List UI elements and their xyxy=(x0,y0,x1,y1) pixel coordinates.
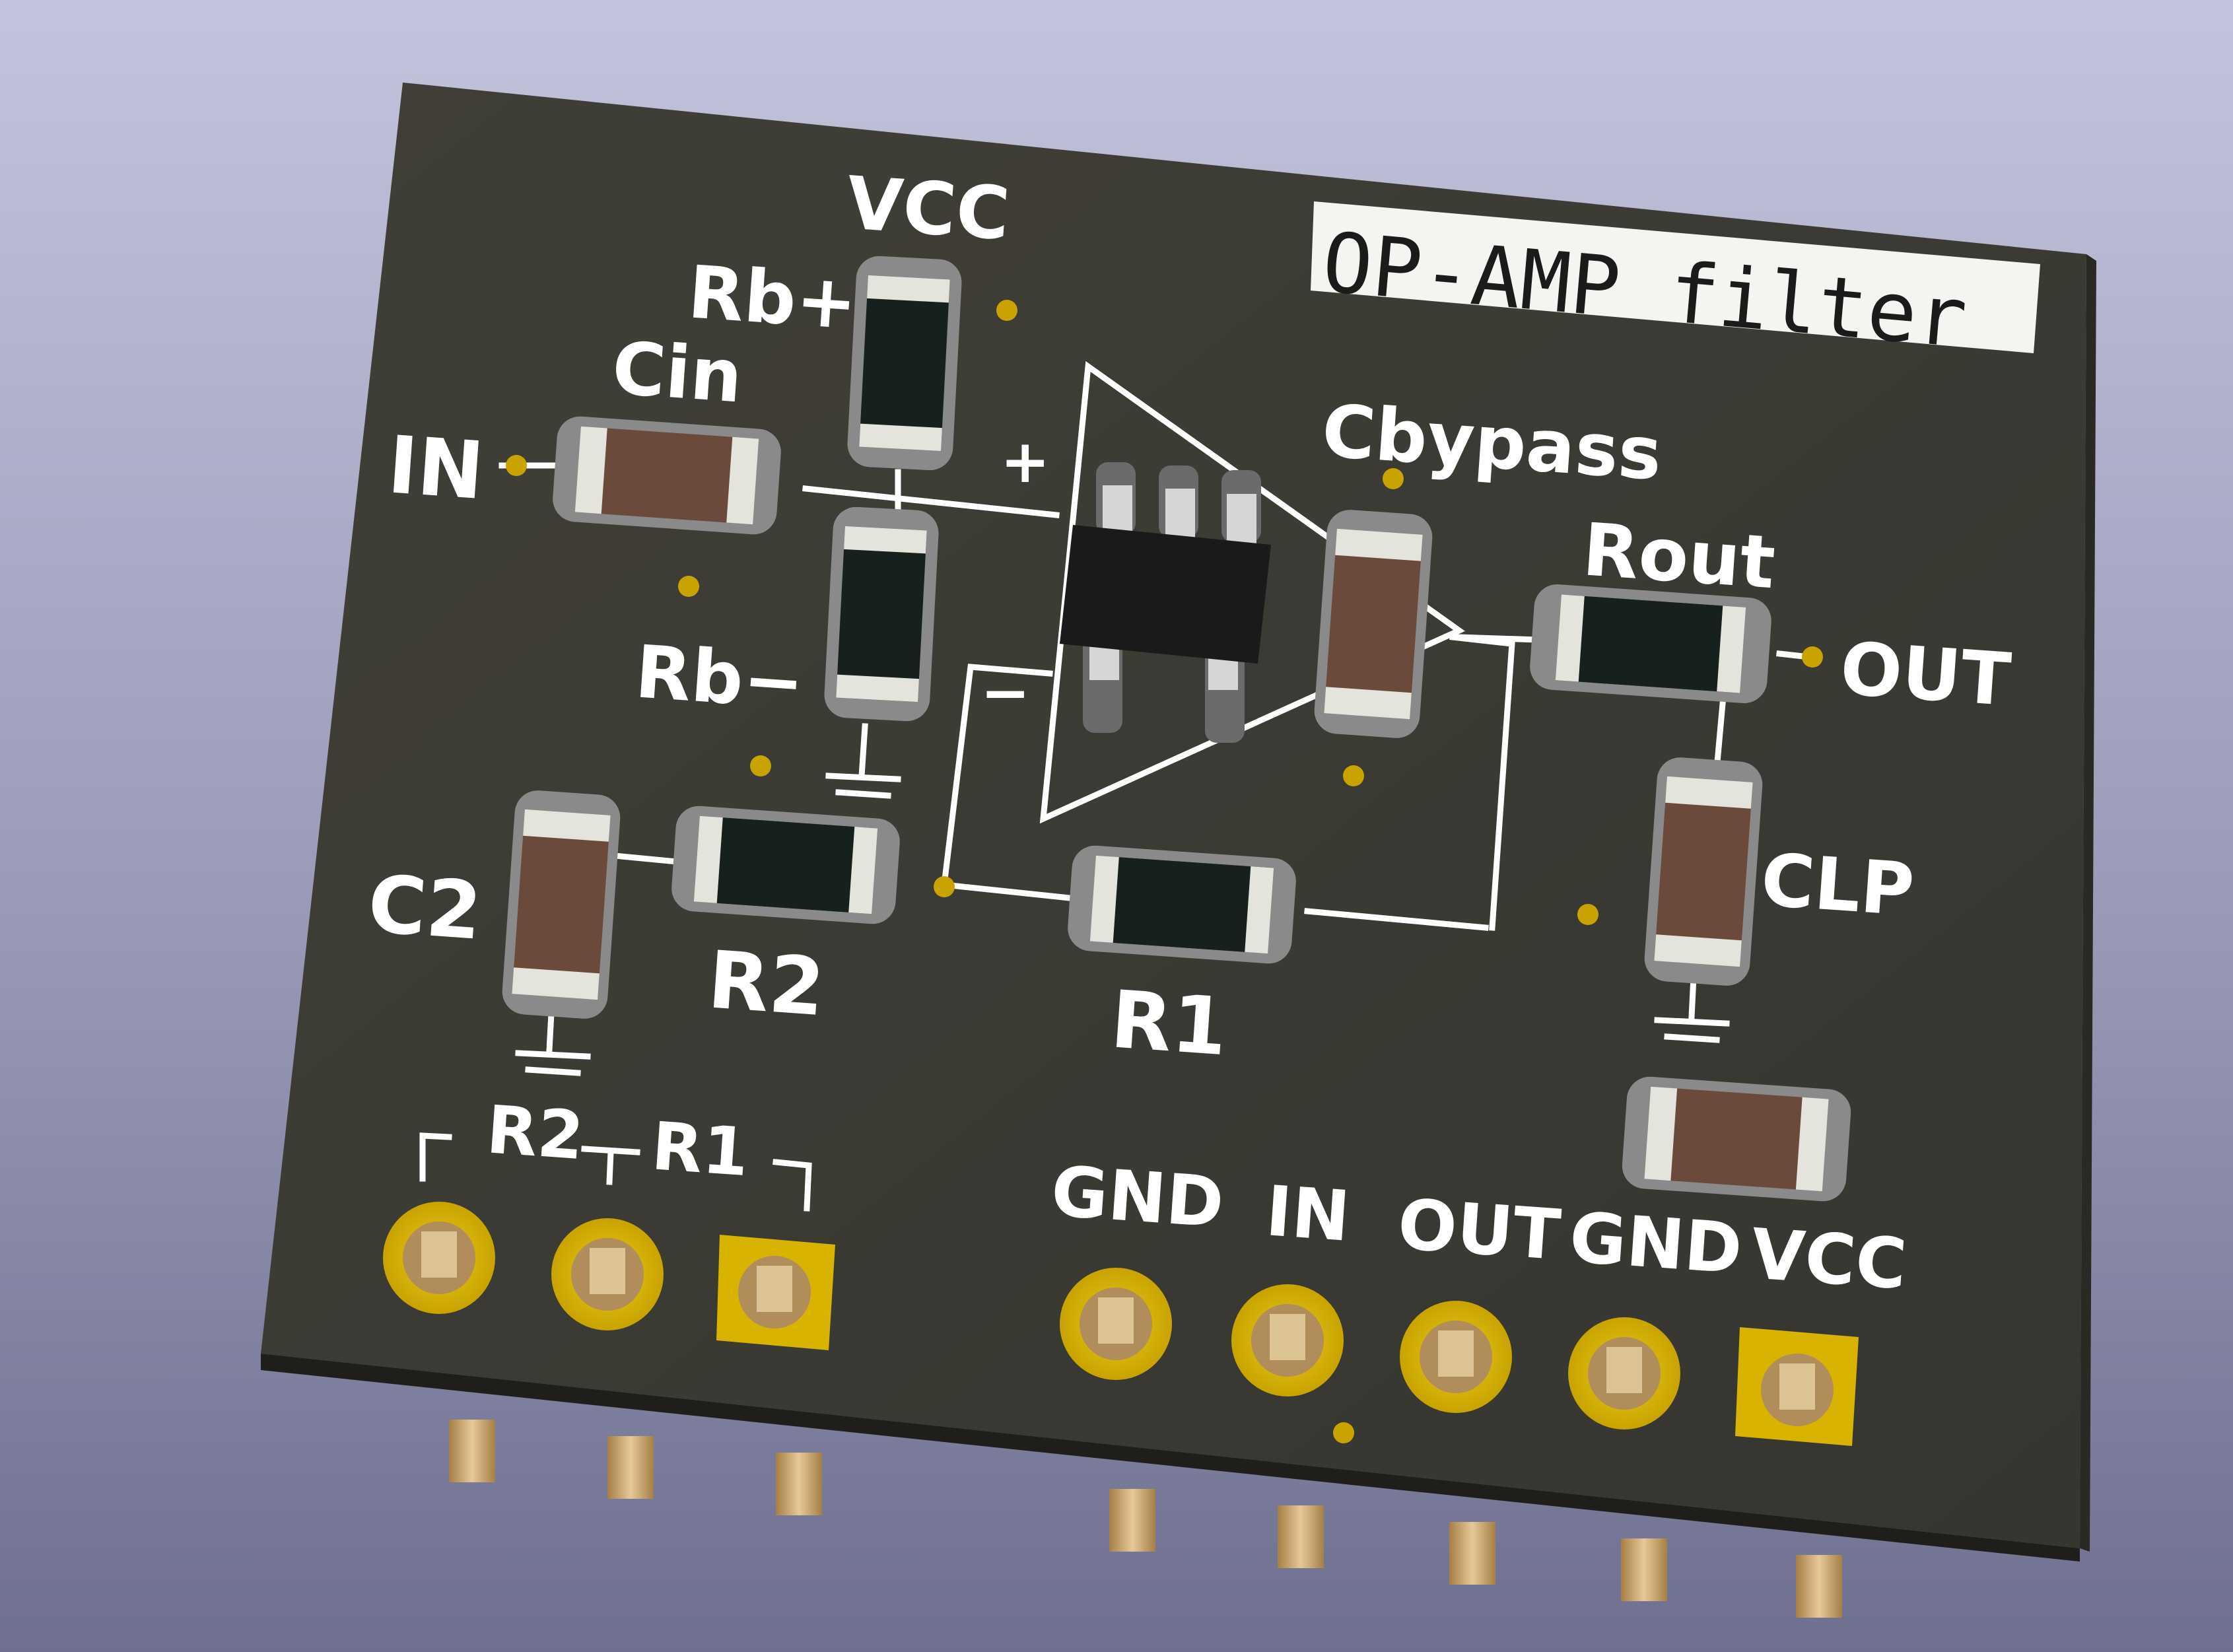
component-rb-minus xyxy=(824,506,939,722)
component-unlabeled-cap xyxy=(1622,1076,1851,1202)
component-r2 xyxy=(671,806,900,924)
header-right-label-gnd-1: GND xyxy=(1048,1151,1226,1243)
header-right-label-gnd-2: GND xyxy=(1567,1197,1744,1290)
label-r1: R1 xyxy=(1108,974,1230,1074)
vias xyxy=(506,300,1823,1443)
component-rout xyxy=(1530,584,1771,704)
label-r2: R2 xyxy=(705,934,827,1034)
label-c2: C2 xyxy=(365,858,485,958)
component-r1 xyxy=(1068,845,1296,964)
component-cin xyxy=(553,416,781,535)
opamp-ic xyxy=(1060,462,1271,743)
component-cbypass xyxy=(1314,510,1433,738)
header-left-pads xyxy=(383,1202,835,1350)
component-rb-plus xyxy=(847,256,962,471)
label-minus: − xyxy=(980,658,1030,728)
label-cin: Cin xyxy=(609,326,745,419)
label-rb-minus: Rb− xyxy=(633,629,807,726)
header-right-label-out: OUT xyxy=(1395,1184,1563,1276)
silkscreen-traces xyxy=(419,258,1812,1212)
header-left-label-r2: R2 xyxy=(484,1091,586,1175)
label-rout: Rout xyxy=(1580,507,1777,605)
label-in: IN xyxy=(385,419,487,518)
label-clp: CLP xyxy=(1758,837,1917,932)
header-right-label-vcc: VCC xyxy=(1748,1214,1909,1305)
component-c2 xyxy=(502,790,621,1019)
label-vcc: VCC xyxy=(844,160,1012,256)
header-right-label-in: IN xyxy=(1263,1171,1352,1257)
header-left-label-r1: R1 xyxy=(649,1107,751,1191)
label-plus: + xyxy=(1000,427,1050,497)
label-rb-plus: Rb+ xyxy=(685,250,860,346)
pin-legs xyxy=(449,1420,1842,1618)
component-clp xyxy=(1644,757,1763,986)
label-out: OUT xyxy=(1838,626,2013,722)
header-right-pads xyxy=(1060,1268,1859,1446)
